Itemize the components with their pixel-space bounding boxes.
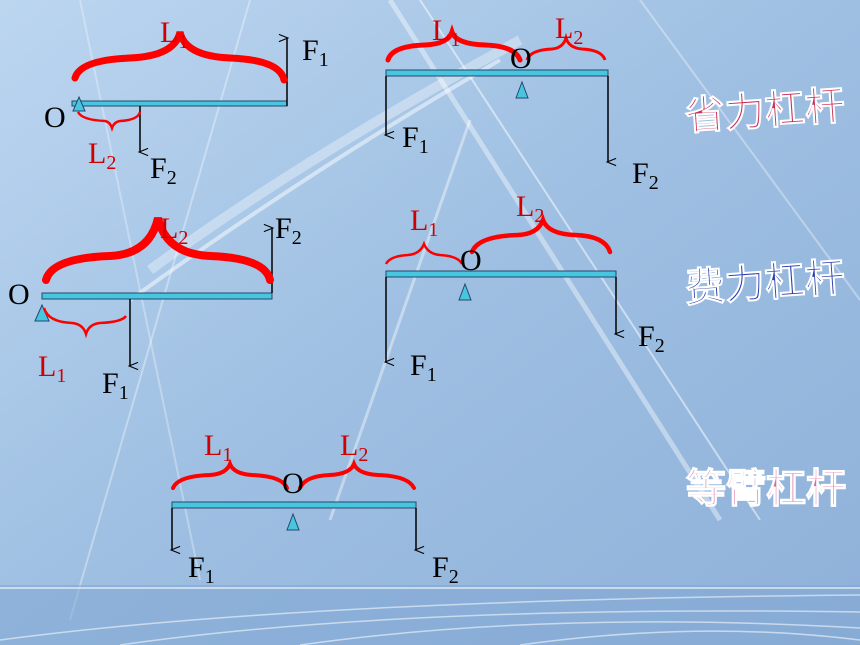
label-o: O — [282, 467, 304, 500]
label-l1: L1 — [38, 350, 66, 387]
bottom-waves — [0, 587, 860, 645]
label-o: O — [8, 278, 30, 311]
label-l1: L1 — [160, 16, 188, 53]
label-f2: F2 — [275, 212, 302, 249]
label-f2: F2 — [150, 152, 177, 189]
label-o: O — [44, 101, 66, 134]
label-f1: F1 — [402, 121, 429, 158]
fulcrum — [286, 512, 300, 531]
brace-l1 — [171, 458, 289, 490]
label-l2: L2 — [88, 137, 116, 174]
bottom-band — [0, 585, 860, 645]
lever-bar — [385, 270, 617, 278]
lever-d: O L1 L2 F1 F2 — [383, 190, 665, 386]
brace-l2 — [76, 111, 142, 132]
lever-bar — [41, 292, 273, 300]
label-f1: F1 — [188, 551, 215, 588]
label-o: O — [460, 244, 482, 277]
label-l1: L1 — [410, 204, 438, 241]
label-l2: L2 — [160, 212, 188, 249]
label-l1: L1 — [432, 14, 460, 51]
label-f1: F1 — [102, 367, 129, 404]
label-l1: L1 — [204, 429, 232, 466]
brace-l2 — [42, 216, 274, 284]
fulcrum — [515, 80, 529, 99]
lever-bar — [171, 501, 417, 509]
brace-l2 — [525, 32, 607, 61]
brace-l1 — [42, 307, 128, 339]
brace-l1 — [71, 30, 288, 84]
caption-equal-arm: 等臂杠杆 — [686, 466, 846, 512]
brace-l2 — [469, 213, 613, 255]
lever-bar — [71, 100, 288, 107]
label-f1: F1 — [302, 34, 329, 71]
label-l2: L2 — [555, 12, 583, 49]
brace-l1 — [385, 24, 523, 63]
fulcrum — [458, 282, 472, 301]
label-f2: F2 — [632, 157, 659, 194]
label-o: O — [510, 42, 532, 75]
brace-l1 — [384, 240, 464, 265]
lever-bar — [385, 69, 609, 77]
label-l2: L2 — [516, 190, 544, 227]
label-f2: F2 — [638, 320, 665, 357]
fulcrum — [72, 95, 86, 112]
label-l2: L2 — [340, 429, 368, 466]
brace-l2 — [298, 458, 416, 490]
label-f2: F2 — [432, 551, 459, 588]
lever-e: O L1 L2 F1 F2 — [169, 429, 459, 588]
lever-c: O L2 L1 F2 F1 — [8, 212, 302, 404]
lever-b: O L1 L2 F1 F2 — [383, 12, 659, 194]
label-f1: F1 — [410, 349, 437, 386]
lever-a: O L1 L2 F1 F2 — [44, 16, 329, 189]
